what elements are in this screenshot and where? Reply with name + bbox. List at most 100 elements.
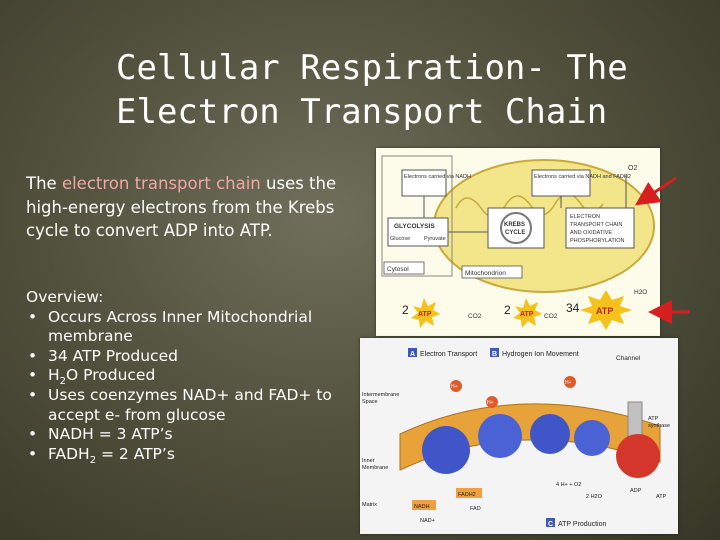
nad-label: NAD+ <box>420 518 435 524</box>
bullet-icon: • <box>28 425 38 444</box>
atp-synthase-label-2: synthase <box>648 423 670 429</box>
title-line-2: Electron Transport Chain <box>116 92 608 132</box>
etc-diagram: A Electron Transport B Hydrogen Ion Move… <box>362 348 670 528</box>
atp-count-1: 2 <box>402 303 409 317</box>
intermembrane-label-1: Intermembrane <box>362 392 399 398</box>
krebs-electrons-box <box>531 169 591 197</box>
section-b-label: Hydrogen Ion Movement <box>502 351 579 358</box>
atp-burst-icon <box>580 290 632 330</box>
atp-label-1: ATP <box>418 311 432 318</box>
section-badge <box>408 348 417 357</box>
section-a-badge: A <box>410 351 415 358</box>
intro-prefix: The <box>26 174 62 193</box>
atp-label: ATP <box>656 494 667 500</box>
krebs-electrons-label: Electrons carried via NADH and FADH2 <box>534 174 631 180</box>
bullet-icon: • <box>28 366 38 385</box>
inner-membrane-label-2: Membrane <box>362 465 388 471</box>
co2-label-a: CO2 <box>468 313 482 320</box>
subscript: 2 <box>59 376 67 388</box>
overview-section: Overview: • Occurs Across Inner Mitochond… <box>26 288 366 466</box>
bullet-icon: • <box>28 385 38 404</box>
bullet-text: O Produced <box>66 366 156 385</box>
o2-label: O2 <box>628 165 637 172</box>
section-b-badge: B <box>492 351 497 358</box>
mitochondrion-label: Mitochondrion <box>465 270 506 277</box>
intro-paragraph: The electron transport chain uses the hi… <box>26 172 356 243</box>
respiration-overview-figure: Electrons carried via NADH Electrons car… <box>376 148 660 336</box>
h-plus-label: H+ <box>565 380 572 386</box>
section-a-label: Electron Transport <box>420 351 477 358</box>
glycolysis-label: GLYCOLYSIS <box>394 223 435 230</box>
etc-label-2: TRANSPORT CHAIN <box>570 222 622 228</box>
cristae-shape <box>455 193 604 218</box>
atp-burst-icon <box>411 298 440 328</box>
subscript: 2 <box>89 454 97 466</box>
list-item: •34 ATP Produced <box>26 347 366 367</box>
list-item: • NADH = 3 ATP’s <box>26 425 366 445</box>
adp-label: ADP <box>630 488 642 494</box>
intro-suffix: uses the high-energy electrons from the … <box>26 174 337 240</box>
hydrogen-ion-icon <box>564 376 576 388</box>
protein-complex-icon <box>478 414 522 458</box>
atp-synthase-label-1: ATP <box>648 416 659 422</box>
protein-complex-icon <box>422 426 470 474</box>
mitochondrion-tag <box>461 265 523 279</box>
matrix-label: Matrix <box>362 502 377 508</box>
etc-label-1: ELECTRON <box>570 214 600 220</box>
intermembrane-label-2: Space <box>362 399 378 405</box>
krebs-box <box>487 207 545 249</box>
fadh2-label: FADH2 <box>458 492 476 498</box>
protein-complex-icon <box>574 420 610 456</box>
krebs-label-2: CYCLE <box>505 230 525 236</box>
co2-label-b: CO2 <box>544 313 558 320</box>
atp-count-3: 34 <box>566 301 580 315</box>
glycolysis-electrons-label: Electrons carried via NADH <box>404 174 471 180</box>
bullet-text: = 2 ATP’s <box>96 444 175 463</box>
slide-title: Cellular Respiration- The Electron Trans… <box>116 46 636 134</box>
bullet-text: Occurs Across Inner Mitochondrial membra… <box>48 307 313 346</box>
water-label: 2 H2O <box>586 494 603 500</box>
atp-label-2: ATP <box>520 311 534 318</box>
channel-label: Channel <box>616 355 641 362</box>
bullet-text: Uses coenzymes NAD+ and FAD+ to accept e… <box>48 385 332 424</box>
fadh2-tag <box>456 488 482 498</box>
arrow-icon <box>635 176 677 206</box>
bullet-icon: • <box>28 444 38 463</box>
fad-label: FAD <box>470 506 481 512</box>
atp-synthase-icon <box>616 434 660 478</box>
list-item: • Occurs Across Inner Mitochondrial membr… <box>26 308 366 347</box>
etc-detail-figure: A Electron Transport B Hydrogen Ion Move… <box>360 338 678 534</box>
h2o-label: H2O <box>634 289 647 296</box>
list-item: • H2O Produced <box>26 366 366 388</box>
atp-count-2: 2 <box>504 303 511 317</box>
etc-box <box>565 207 635 249</box>
bullet-icon: • <box>28 307 38 326</box>
etc-label-4: PHOSPHORYLATION <box>570 238 625 244</box>
section-badge <box>546 518 555 527</box>
cytosol-region <box>381 155 453 277</box>
section-c-label: ATP Production <box>558 521 606 528</box>
atp-burst-icon <box>513 298 542 328</box>
glycolysis-box <box>387 217 449 247</box>
cytosol-label: Cytosol <box>387 266 409 273</box>
section-badge <box>490 348 499 357</box>
bullet-text: H <box>48 366 60 385</box>
krebs-label-1: KREBS <box>504 222 525 228</box>
hydrogen-ion-icon <box>486 396 498 408</box>
nadh-tag <box>412 500 436 510</box>
overview-list: • Occurs Across Inner Mitochondrial membr… <box>26 308 366 466</box>
nadh-label: NADH <box>414 504 430 510</box>
cytosol-tag <box>383 261 425 275</box>
oxygen-label: 4 H+ + O2 <box>556 482 581 488</box>
glucose-label: Glucose <box>390 236 410 242</box>
atp-label-3: ATP <box>596 306 613 316</box>
h-plus-label: H+ <box>451 384 458 390</box>
list-item: • Uses coenzymes NAD+ and FAD+ to accept … <box>26 386 366 425</box>
h-plus-label: H+ <box>487 400 494 406</box>
pyruvate-label: Pyruvate <box>424 236 446 242</box>
inner-membrane-label-1: Inner <box>362 458 375 464</box>
overview-heading: Overview: <box>26 288 104 306</box>
bullet-text: NADH = 3 ATP’s <box>48 425 173 444</box>
protein-complex-icon <box>530 414 570 454</box>
